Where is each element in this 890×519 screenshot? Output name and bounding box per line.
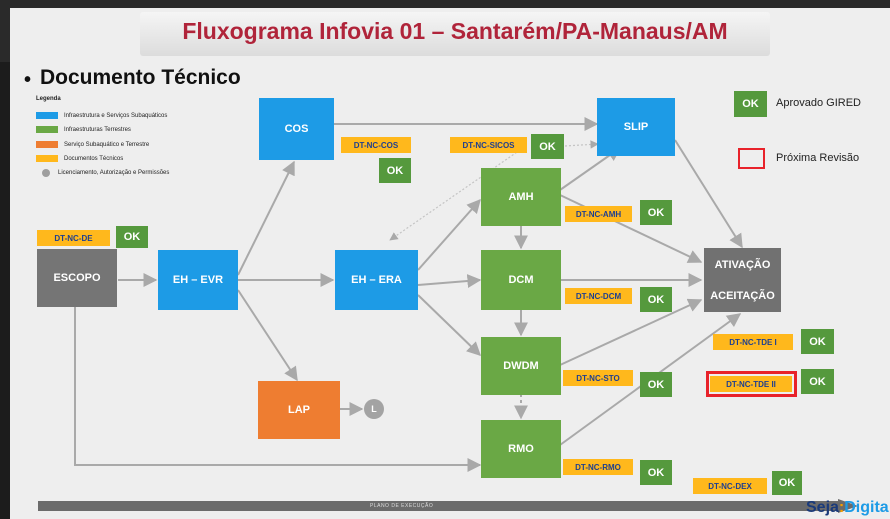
- slide-title: Fluxograma Infovia 01 – Santarém/PA-Mana…: [182, 18, 728, 44]
- doc-cos: DT-NC-COS: [341, 137, 411, 153]
- brand-separator: :: [838, 499, 845, 516]
- legend-label: Documentos Técnicos: [64, 155, 124, 162]
- node-eh-era: EH – ERA: [335, 250, 418, 310]
- legend-title: Legenda: [36, 96, 61, 102]
- node-dcm: DCM: [481, 250, 561, 310]
- brand-logo: Seja:Digita: [806, 499, 889, 517]
- ok-badge: OK: [640, 200, 672, 225]
- ok-badge: OK: [801, 329, 834, 354]
- node-eh-evr: EH – EVR: [158, 250, 238, 310]
- slide-subtitle: Documento Técnico: [40, 66, 241, 89]
- legend-swatch-green: [36, 126, 58, 133]
- title-bar: [140, 12, 770, 56]
- node-rmo: RMO: [481, 420, 561, 478]
- legend-label: Infraestrutura e Serviços Subaquáticos: [64, 112, 168, 119]
- doc-tde-ii: DT-NC-TDE II: [710, 376, 792, 392]
- node-escopo: ESCOPO: [37, 249, 117, 307]
- legend-swatch-orange: [36, 141, 58, 148]
- legend-item: Licenciamento, Autorização e Permissões: [36, 168, 169, 177]
- legend-swatch-blue: [36, 112, 58, 119]
- ok-badge: OK: [531, 134, 564, 159]
- bullet-icon: •: [24, 69, 32, 91]
- legend-label: Serviço Subaquático e Terrestre: [64, 141, 150, 148]
- legend-label: Infraestruturas Terrestres: [64, 126, 131, 133]
- node-dwdm: DWDM: [481, 337, 561, 395]
- license-circle-icon: L: [364, 399, 384, 419]
- legend-item: Serviço Subaquático e Terrestre: [36, 140, 149, 149]
- ok-badge: OK: [116, 226, 148, 248]
- next-review-box: [738, 148, 765, 169]
- timeline-arrow: [38, 499, 858, 513]
- ok-badge: OK: [640, 287, 672, 312]
- brand-part1: Seja: [806, 499, 839, 516]
- doc-sto: DT-NC-STO: [563, 370, 633, 386]
- node-slip: SLIP: [597, 98, 675, 156]
- ok-badge: OK: [772, 471, 802, 495]
- legend-swatch-yellow: [36, 155, 58, 162]
- legend-label: Licenciamento, Autorização e Permissões: [58, 169, 170, 176]
- doc-dcm: DT-NC-DCM: [565, 288, 632, 304]
- aceitacao-label: ACEITAÇÃO: [710, 290, 775, 302]
- legend-item: Infraestrutura e Serviços Subaquáticos: [36, 111, 167, 120]
- ok-badge: OK: [640, 460, 672, 485]
- timeline-label: PLANO DE EXECUÇÃO: [370, 503, 434, 509]
- legend-item: Documentos Técnicos: [36, 154, 123, 163]
- doc-de: DT-NC-DE: [37, 230, 110, 246]
- license-circle-icon: [42, 168, 50, 177]
- approved-label: Aprovado GIRED: [776, 97, 861, 109]
- ativacao-label: ATIVAÇÃO: [714, 259, 771, 271]
- node-ativacao-aceitacao: ATIVAÇÃO ACEITAÇÃO: [704, 248, 781, 312]
- ok-badge: OK: [801, 369, 834, 394]
- ok-badge: OK: [379, 158, 411, 183]
- doc-tde-i: DT-NC-TDE I: [713, 334, 793, 350]
- brand-part2: Digita: [844, 499, 889, 516]
- approved-ok-badge: OK: [734, 91, 767, 117]
- node-cos: COS: [259, 98, 334, 160]
- node-amh: AMH: [481, 168, 561, 226]
- ok-badge: OK: [640, 372, 672, 397]
- node-lap: LAP: [258, 381, 340, 439]
- doc-dex: DT-NC-DEX: [693, 478, 767, 494]
- doc-amh: DT-NC-AMH: [565, 206, 632, 222]
- legend-item: Infraestruturas Terrestres: [36, 125, 131, 134]
- next-review-label: Próxima Revisão: [776, 152, 860, 164]
- doc-rmo: DT-NC-RMO: [563, 459, 633, 475]
- doc-sicos: DT-NC-SICOS: [450, 137, 527, 153]
- next-review-highlight: [706, 371, 797, 397]
